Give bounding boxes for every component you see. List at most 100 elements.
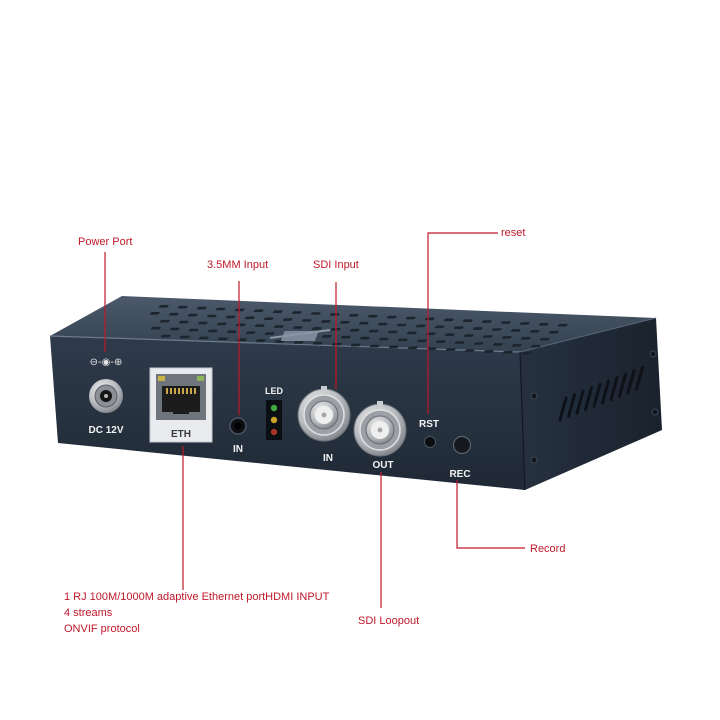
sdi-out-label: OUT [372,460,393,471]
vent-slot [424,317,435,321]
vent-slot [217,337,228,341]
vent-slot [397,338,408,342]
vent-slot [245,331,256,334]
vent-slot [426,347,437,350]
vent-slot [331,342,342,346]
callout-reset: reset [501,227,526,239]
vent-slot [244,316,255,320]
vent-slot [502,351,513,354]
vent-slot [158,305,169,308]
vent-slot [254,324,265,327]
record-button: REC [449,435,472,480]
vent-slot [197,321,208,325]
vent-slot [349,328,360,332]
eth-led-icon [158,376,165,381]
callout-power-port: Power Port [78,236,133,248]
vent-slot [358,321,369,325]
audio-input-jack: IN [229,417,247,455]
vent-slot [188,328,199,332]
chassis-side [520,318,662,490]
eth-label: ETH [171,429,191,440]
eth-led-icon [197,376,204,381]
led-red-icon [270,428,278,436]
vent-slot [501,336,512,339]
ethernet-clip [173,408,189,414]
vent-slot [415,324,426,328]
side-vent-slot [584,386,593,412]
led-amber-icon [270,416,278,424]
led-green-icon [270,404,278,412]
ethernet-pin [174,388,176,394]
ethernet-socket [162,386,200,412]
vent-slot [187,313,198,317]
leader-line-record [456,480,525,549]
vent-slot [255,339,266,342]
vent-slot [311,327,322,330]
chassis [49,296,662,491]
vent-slot [359,336,370,340]
vent-slot [177,305,188,309]
vent-slot [491,328,502,331]
vent-slot [368,329,379,333]
vent-slot [339,321,350,324]
chassis-edge [49,335,521,353]
chassis-edge [519,317,657,353]
vent-slot [434,325,445,329]
screw-icon [530,392,538,400]
ethernet-pin [194,388,196,394]
vent-slot [264,332,275,335]
vent-slot [443,318,454,322]
vent-slot [198,336,209,340]
callout-audio-input: 3.5MM Input [207,259,269,271]
top-logo-strip [269,329,331,339]
callout-sdi-input: SDI Input [313,259,359,271]
vent-slot [510,329,521,332]
vent-slot [235,323,246,327]
bnc-center-pin [321,412,327,418]
vent-slot [272,310,283,313]
vent-slot [367,314,378,318]
ethernet-port: ETH [149,367,213,443]
bnc-center-pin [377,427,383,433]
sdi-in-label: IN [323,453,333,464]
screw-icon [649,350,657,358]
ethernet-pin [182,388,184,394]
sdi-output-connector [353,401,407,457]
vent-slot [348,314,359,317]
vent-slot [548,330,559,334]
vent-slot [312,342,323,345]
screw-icon [651,408,659,416]
vent-slot [425,332,436,336]
dc-polarity-icon: ⊖-◉-⊕ [90,357,123,368]
ethernet-pin [190,388,192,394]
rst-label: RST [419,419,439,430]
side-vent-slot [592,382,602,408]
vent-slot [207,329,218,333]
vent-slot [369,344,380,348]
vent-slot [273,325,284,328]
vent-slot [388,345,399,349]
vent-slot [386,315,397,319]
power-port: ⊖-◉-⊕ DC 12V [88,357,123,436]
side-vent-slot [567,393,576,419]
vent-slot [293,341,304,344]
callout-record: Record [530,543,566,555]
vent-slot [226,330,237,334]
vent-slot [206,314,217,318]
vent-slot [539,337,550,341]
vent-slot [500,321,511,324]
side-vent-slot [558,396,568,422]
vent-slot [178,320,189,324]
chassis-edge [519,351,526,491]
bnc-lug [377,401,383,407]
vent-slot [160,334,171,338]
vent-slot [453,326,464,329]
vent-slot [225,315,236,319]
side-vent-slot [601,379,610,405]
vent-slot [216,322,227,326]
vent-slot [149,312,160,315]
side-vent-slot [575,389,585,415]
ethernet-pin [178,388,180,394]
vent-slot [378,337,389,341]
